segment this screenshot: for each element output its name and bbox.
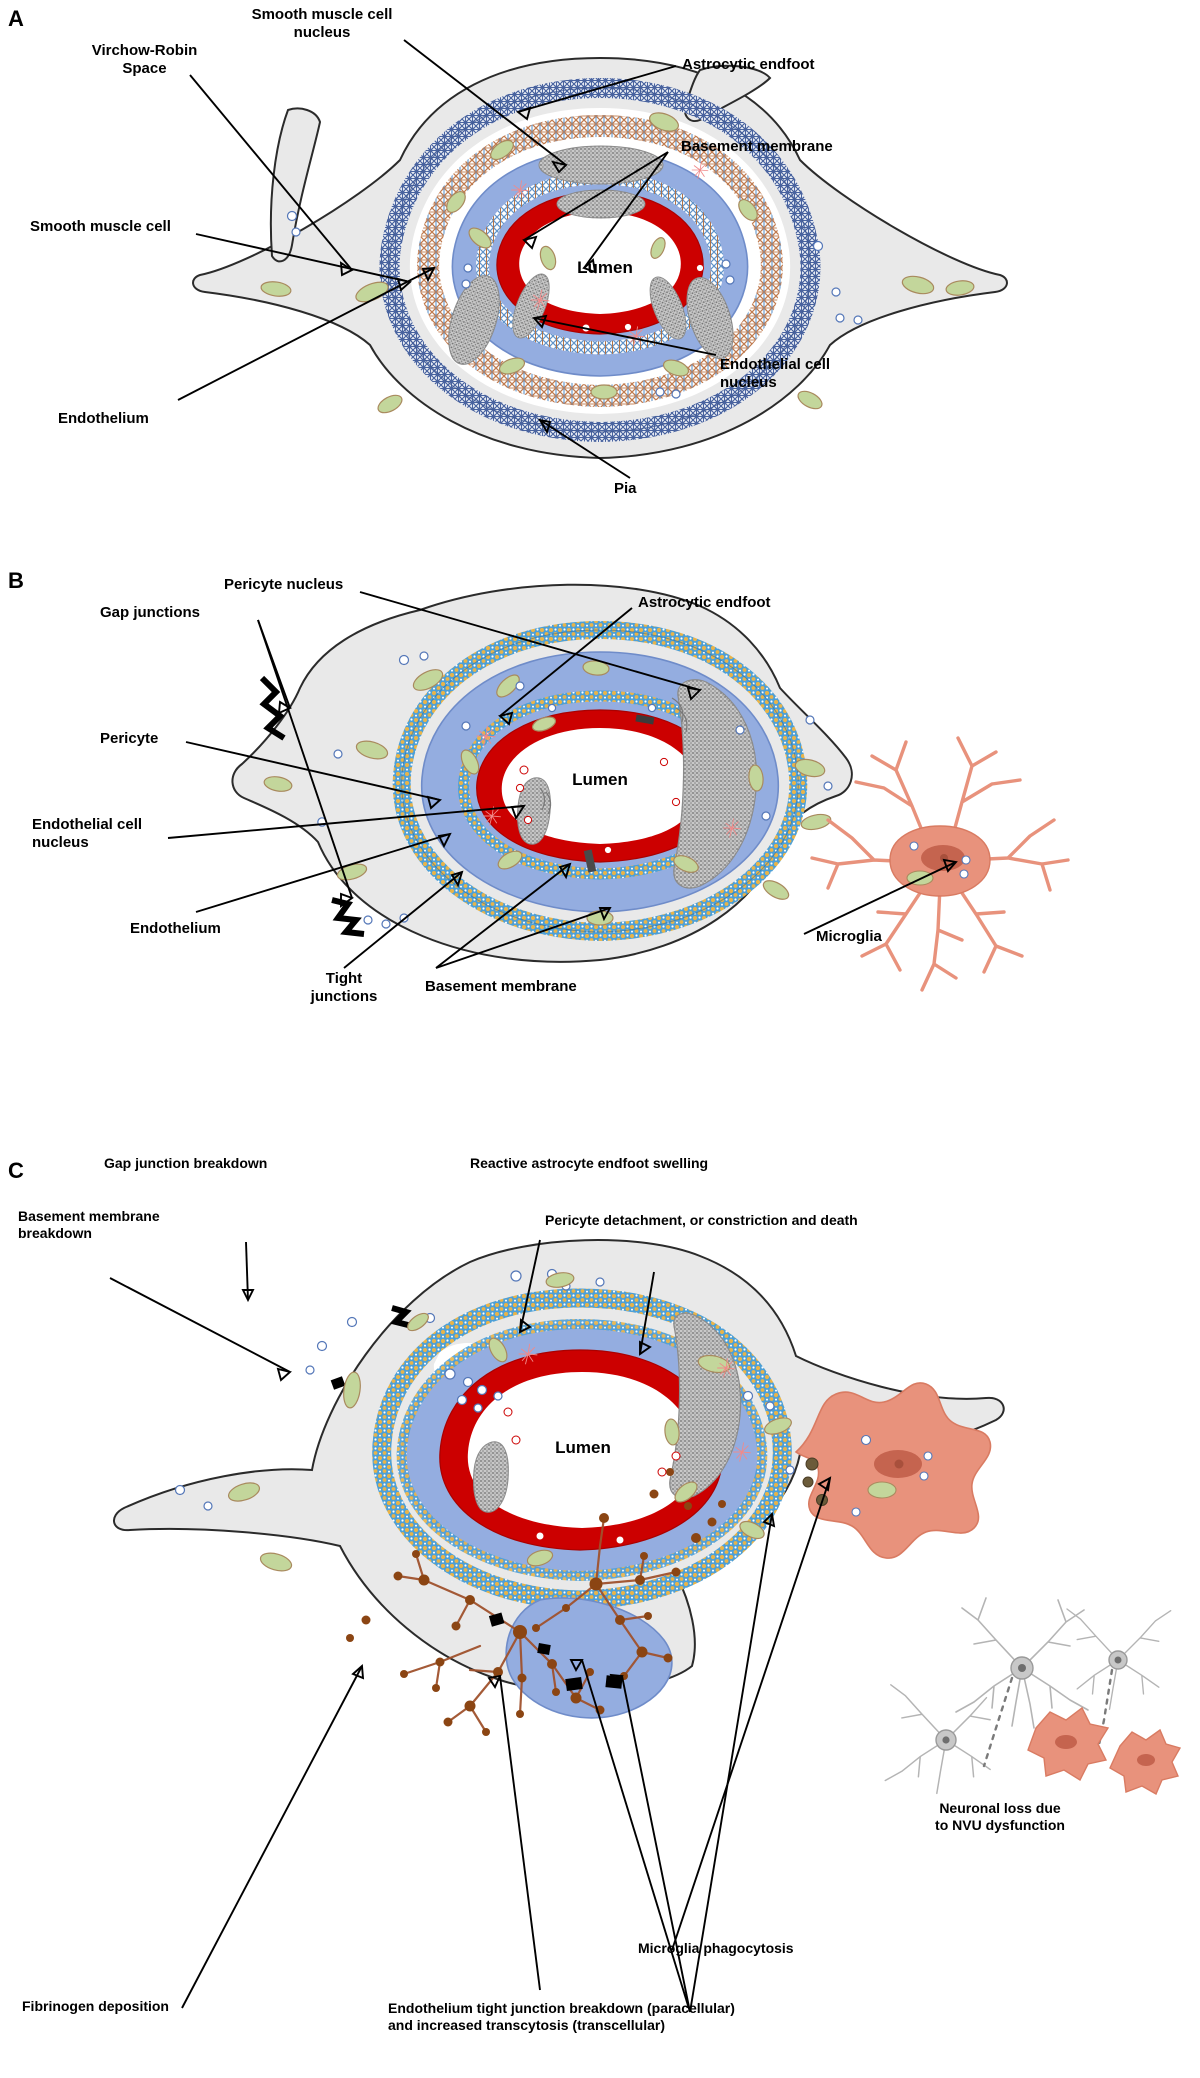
label-smooth-muscle-cell-a: Smooth muscle cell	[30, 218, 171, 235]
panel-b-leaders	[167, 591, 958, 969]
label-basement-membrane-breakdown-c: Basement membrane breakdown	[18, 1208, 160, 1241]
astrocyte-outline-b	[231, 583, 853, 963]
astrocyte-outline-c	[113, 1239, 1005, 1693]
smooth-muscle-cell-nucleus-left	[448, 275, 500, 365]
label-gap-junctions-b: Gap junctions	[100, 604, 201, 621]
panel-a-lumen-label: Lumen	[577, 258, 633, 277]
microglia-phagocytic-c	[794, 1382, 992, 1559]
label-endothelium-tight-junction-breakdown-c: Endothelium tight junction breakdown (pa…	[388, 2000, 735, 2033]
label-pericyte-nucleus-b: Pericyte nucleus	[224, 576, 344, 593]
label-fibrinogen-deposition-c: Fibrinogen deposition	[22, 1998, 169, 2014]
label-pericyte-b: Pericyte	[100, 730, 159, 747]
label-microglia-phagocytosis-c: Microglia phagocytosis	[638, 1940, 794, 1956]
basement-membrane-inner	[476, 171, 724, 355]
panel-c-letter: C	[8, 1158, 24, 1183]
panel-b-letter: B	[8, 568, 24, 593]
golgi-group-b	[476, 725, 741, 838]
label-basement-membrane-a: Basement membrane	[681, 138, 833, 155]
label-pericyte-detachment-c: Pericyte detachment, or constriction and…	[545, 1212, 858, 1228]
label-endothelium-a: Endothelium	[58, 410, 149, 427]
panel-c: C Lumen Gap junction breakdown Reactive …	[0, 1060, 1200, 2078]
smooth-muscle-cell-nucleus-top	[538, 145, 664, 185]
label-gap-junction-breakdown-c: Gap junction breakdown	[104, 1155, 268, 1171]
endothelial-cell-nucleus-right	[649, 276, 687, 340]
astrocyte-endfoot-flap-left	[269, 107, 322, 263]
gap-junction-mark-left	[259, 675, 286, 741]
tight-junction-group-b	[583, 714, 655, 873]
panel-c-artwork	[109, 1239, 1182, 2013]
mitochondria-group-c	[227, 1272, 792, 1572]
panel-a: A Lumen Smooth muscle cell nucleus Virch…	[0, 0, 1200, 520]
lumen-vesicles-c	[503, 1407, 681, 1545]
panel-a-letter: A	[8, 6, 24, 31]
panel-b: B Lumen Pericyte nucleus Gap junctions A…	[0, 520, 1200, 1060]
gap-junction-mark-bottom	[331, 897, 365, 937]
endothelial-cell-nucleus-left	[512, 273, 550, 339]
label-pia-a: Pia	[614, 480, 637, 497]
er-strands-b	[539, 697, 688, 815]
panel-a-leaders	[177, 39, 717, 479]
fibrinogen-deposition-group	[346, 1468, 726, 1736]
lumen-b	[501, 728, 699, 844]
label-neuronal-loss-c: Neuronal loss due to NVU dysfunction	[935, 1800, 1065, 1833]
panel-b-artwork	[167, 583, 1070, 992]
smooth-muscle-cell-nucleus-right	[686, 277, 734, 359]
label-microglia-b: Microglia	[816, 928, 882, 945]
lumen-vesicles-b	[515, 757, 681, 855]
neuronal-loss-cluster	[884, 1597, 1182, 1795]
gap-junction-breakdown-mark-2	[330, 1376, 346, 1390]
gap-junction-breakdown-mark	[390, 1305, 413, 1329]
vesicle-group-a	[286, 210, 863, 399]
label-endothelial-cell-nucleus-a: Endothelial cell nucleus	[720, 356, 831, 391]
astrocyte-endfoot-swollen-c	[505, 1597, 673, 1719]
label-endothelial-cell-nucleus-b: Endothelial cell nucleus	[32, 816, 143, 851]
panel-c-leaders	[109, 1239, 832, 2013]
panel-b-lumen-label: Lumen	[572, 770, 628, 789]
label-smooth-muscle-cell-nucleus-a: Smooth muscle cell nucleus	[251, 6, 393, 41]
label-endothelium-b: Endothelium	[130, 920, 221, 937]
label-reactive-astrocyte-endfoot-swelling-c: Reactive astrocyte endfoot swelling	[470, 1155, 709, 1171]
endothelial-cell-nucleus-top	[556, 189, 646, 219]
label-virchow-robin-space-a: Virchow-Robin Space	[91, 42, 198, 77]
golgi-group-c	[518, 1343, 751, 1462]
lumen-a	[519, 212, 681, 314]
lumen-c	[467, 1372, 697, 1528]
golgi-group-a	[511, 160, 709, 346]
panel-a-artwork	[177, 39, 1008, 479]
label-astrocytic-endfoot-a: Astrocytic endfoot	[682, 56, 815, 73]
label-basement-membrane-b: Basement membrane	[425, 978, 577, 995]
mitochondria-group-b	[263, 660, 832, 926]
panel-c-lumen-label: Lumen	[555, 1438, 611, 1457]
label-tight-junctions-b: Tight junctions	[310, 970, 378, 1005]
endothelial-cell-nucleus-c	[473, 1441, 509, 1513]
endothelial-cell-nucleus-b	[517, 777, 551, 845]
label-astrocytic-endfoot-b: Astrocytic endfoot	[638, 594, 771, 611]
mitochondria-group-a	[260, 112, 975, 414]
tight-junction-breakdown-group	[488, 1612, 623, 1692]
